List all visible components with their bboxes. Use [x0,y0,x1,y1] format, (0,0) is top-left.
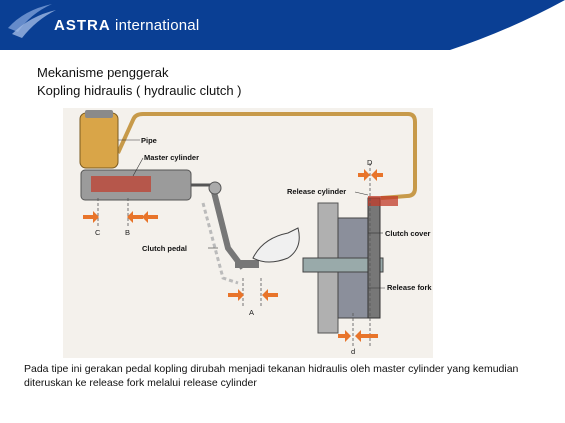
label-clutch-pedal: Clutch pedal [142,244,187,253]
label-d-upper: D [367,158,373,167]
label-release-fork: Release fork [387,283,432,292]
label-release-cylinder: Release cylinder [287,187,346,196]
label-a: A [249,308,254,317]
label-clutch-cover: Clutch cover [385,229,431,238]
header-bar: ASTRA international [0,0,565,50]
title-line-2: Kopling hidraulis ( hydraulic clutch ) [37,83,242,98]
label-d-lower: d [351,347,355,356]
hydraulic-clutch-diagram: Pipe Master cylinder Clutch pedal Releas… [63,108,433,358]
label-master-cylinder: Master cylinder [144,153,199,162]
pedal-pad [235,260,259,268]
slide-caption: Pada tipe ini gerakan pedal kopling diru… [24,363,519,389]
reservoir-cap [85,110,113,118]
release-cylinder-body [368,196,398,206]
pedal-pivot [208,181,222,195]
hydraulic-pipe [116,112,417,200]
brand-logo-text: ASTRA international [54,17,200,34]
header-swoosh-graphic [0,0,565,50]
force-arrows [83,169,383,342]
label-pipe: Pipe [141,136,157,145]
slide-title: Mekanisme penggerak Kopling hidraulis ( … [37,64,241,100]
pedal-released-outline [201,202,239,285]
master-cylinder-piston [91,176,151,192]
label-c: C [95,228,101,237]
reservoir-tank [79,112,119,169]
input-shaft [302,257,384,273]
label-b: B [125,228,130,237]
title-line-1: Mekanisme penggerak [37,65,169,80]
hand-illustration [252,227,300,263]
